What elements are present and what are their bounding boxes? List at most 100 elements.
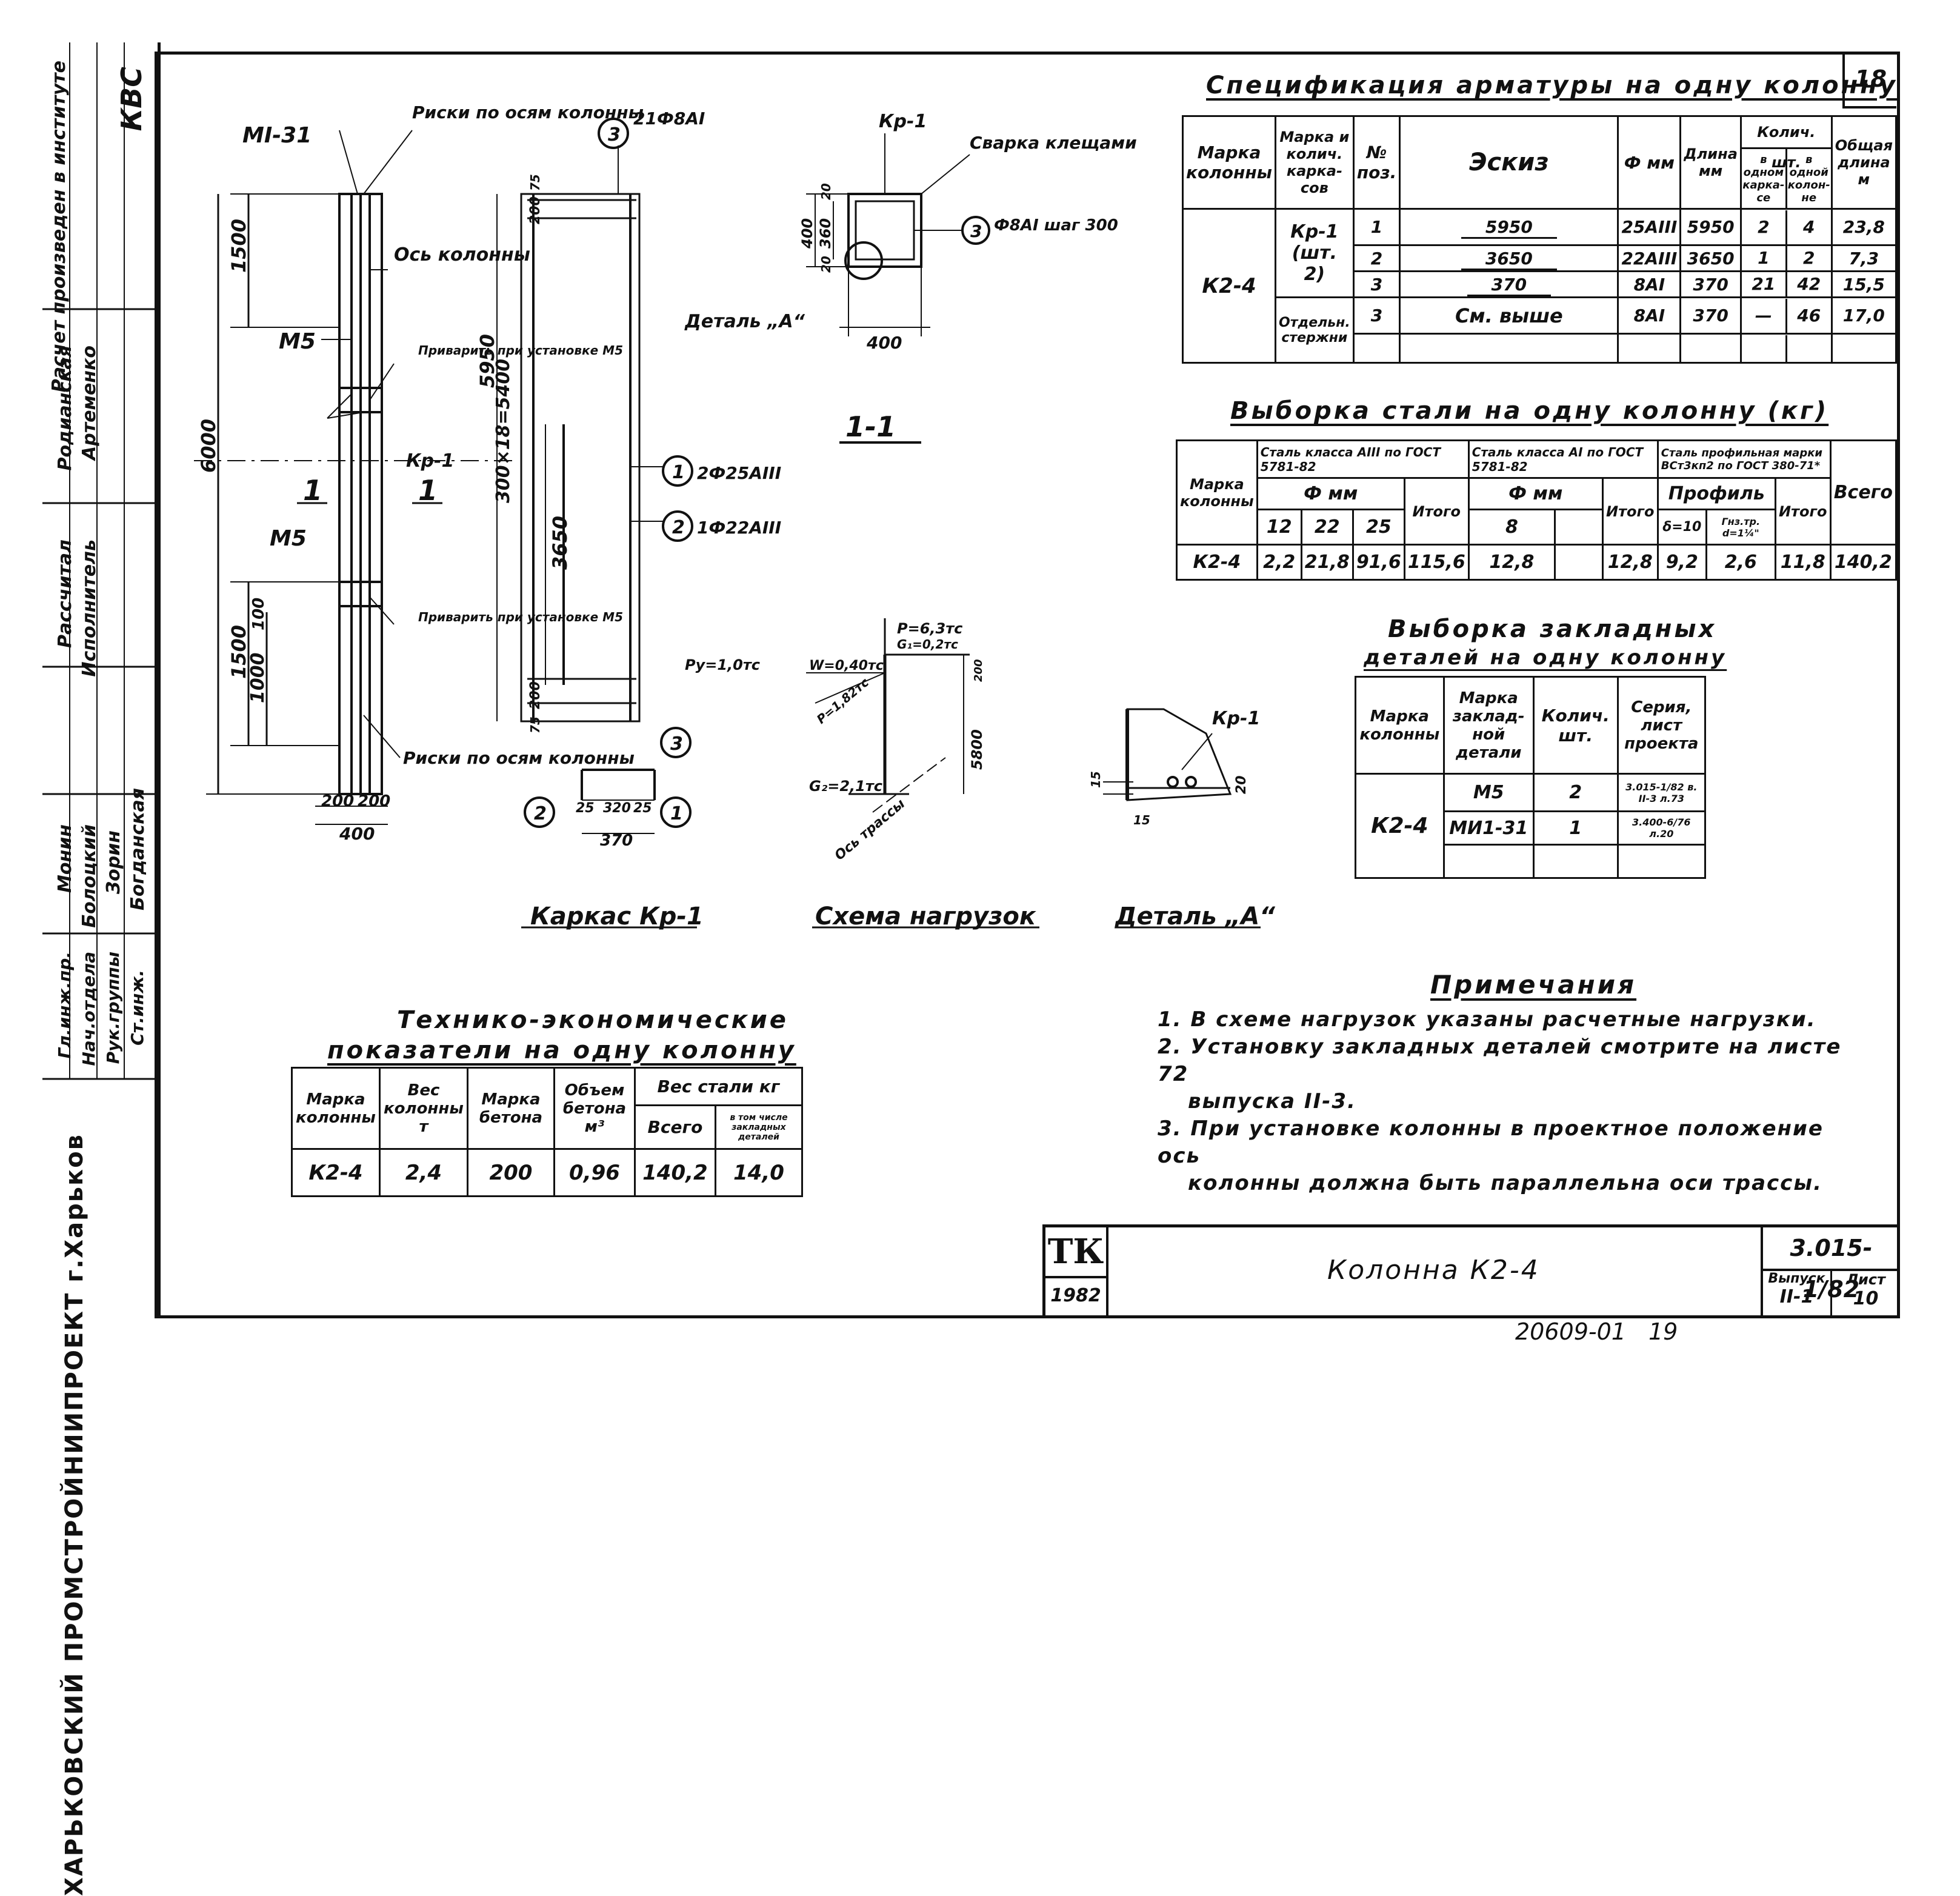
lbl-weld-clamp: Сварка клещами [970, 133, 1137, 153]
spec-colmark: К2-4 [1182, 208, 1276, 364]
title-year: 1982 [1050, 1285, 1101, 1306]
notes-block: 1. В схеме нагрузок указаны расчетные на… [1158, 1006, 1855, 1197]
steel-sub-pipe: Гнз.тр. d=1¼" [1705, 509, 1776, 546]
lbl-d200c: 200 [528, 196, 543, 224]
tech-h-weight: Вес колонны т [378, 1067, 468, 1150]
spec-dia-3: 8AI [1617, 270, 1682, 298]
embed-h-qty: Колич. шт. [1532, 676, 1619, 775]
embed-det-2: МИ1-31 [1442, 810, 1535, 846]
lbl-d5800: 5800 [968, 729, 985, 770]
lbl-m5b: М5 [270, 526, 307, 551]
steel-row-8: 12,8 [1467, 544, 1556, 581]
spec-qf-4: — [1742, 298, 1787, 333]
steel-h-all: Всего [1829, 439, 1898, 546]
spec-len-2: 3650 [1679, 244, 1742, 272]
tech-h-incl: в том числе закладных деталей [714, 1104, 804, 1150]
lbl-one-b: 1 [418, 474, 438, 507]
lbl-g1: G₁=0,2тс [897, 637, 958, 652]
spec-qf-2: 1 [1742, 246, 1787, 270]
lbl-kr1: Кр-1 [406, 450, 454, 472]
steel-sub-22: 22 [1300, 509, 1354, 546]
tech-row-weight: 2,4 [378, 1148, 468, 1197]
lbl-d200a: 200 [321, 792, 354, 810]
drawings-svg: МI-31 Риски по осям колонны Ось колонны … [194, 102, 1276, 930]
spec-h-dia: Ф мм [1617, 115, 1682, 210]
embed-title-1: Выборка закладных [1388, 615, 1717, 643]
sheet-number-box: 18 [1842, 52, 1896, 108]
spec-total-2: 7,3 [1830, 244, 1898, 272]
lbl-m5a: М5 [279, 329, 316, 354]
lbl-stirrup: Ф8АI шаг 300 [994, 216, 1118, 235]
lbl-d25a: 25 [576, 801, 595, 816]
notes-title: Примечания [1430, 970, 1637, 1000]
spec-sketch-3: 370 [1467, 274, 1552, 296]
lbl-p2: Р=1,82тс [814, 675, 872, 726]
lbl-sec-kr1: Кр-1 [879, 111, 927, 132]
spec-qc-3: 42 [1797, 274, 1821, 294]
lbl-d1000: 1000 [247, 653, 268, 704]
lbl-detail-a: Деталь „А“ [684, 311, 805, 332]
title-block: ТК 1982 Колонна К2-4 3.015-1/82 Выпуск I… [1042, 1224, 1899, 1315]
tech-h-volume: Объем бетона м³ [553, 1067, 636, 1150]
lbl-d15a: 15 [1088, 771, 1103, 788]
steel-table: Марка колонны Сталь класса AIII по ГОСТ … [1176, 439, 1898, 581]
steel-sub-25: 25 [1352, 509, 1405, 546]
tech-row-concrete: 200 [466, 1148, 556, 1197]
steel-row-d10: 9,2 [1656, 544, 1707, 581]
note-3: 3. При установке колонны в проектное пол… [1158, 1117, 1824, 1168]
lbl-marks-top: Риски по осям колонны [412, 102, 644, 122]
embed-ser-1: 3.015-1/82 в. II-3 л.73 [1616, 773, 1707, 812]
spec-h-qty-column: в одной колон-не [1787, 153, 1830, 204]
tech-row-total: 140,2 [633, 1148, 716, 1197]
tech-h-total: Всего [633, 1104, 716, 1150]
spec-qc-4: 46 [1797, 305, 1821, 325]
spec-qf-3: 21 [1742, 272, 1787, 296]
steel-row-mark: К2-4 [1176, 544, 1258, 581]
lbl-d400: 400 [339, 824, 375, 844]
lbl-d75b: 75 [528, 716, 542, 733]
spec-h-qty-frame: в одном карка-се [1742, 149, 1787, 208]
lbl-s400v: 400 [799, 218, 816, 249]
spec-frame-label: Кр-1 [1290, 221, 1339, 242]
spec-total-1: 23,8 [1830, 208, 1898, 246]
lbl-s360: 360 [817, 218, 834, 249]
lbl-axis: Ось колонны [394, 244, 530, 265]
lbl-d200b: 200 [358, 792, 390, 810]
lbl-weld1: Приварить при установке М5 [418, 343, 623, 358]
lbl-weld2: Приварить при установке М5 [418, 610, 623, 624]
lbl-d320: 320 [603, 801, 631, 816]
tech-table: Марка колонны Вес колонны т Марка бетона… [291, 1067, 804, 1197]
spec-total-4: 17,0 [1830, 296, 1898, 335]
title-sheet: 10 [1853, 1288, 1879, 1309]
lbl-d6000: 6000 [197, 419, 220, 473]
spec-len-3: 370 [1679, 270, 1742, 298]
lbl-marks-bottom: Риски по осям колонны [403, 748, 635, 768]
lbl-bars2: 1Ф22АIII [697, 518, 781, 538]
embed-ser-2: 3.400-6/76 л.20 [1616, 810, 1707, 846]
embed-h-series: Серия, лист проекта [1616, 676, 1707, 775]
bottom-code: 20609-01 [1515, 1318, 1626, 1345]
lbl-d200d: 200 [528, 681, 543, 709]
steel-h-mark: Марка колонны [1176, 439, 1258, 546]
spec-sketch-1: 5950 [1461, 217, 1557, 239]
spec-dia-4: 8AI [1617, 296, 1682, 335]
lbl-d25b: 25 [633, 801, 652, 816]
lbl-s20b: 20 [819, 256, 833, 273]
side-stamp: Расчет произведен в институте КВС Родиан… [42, 42, 161, 1896]
tech-title-1: Технико-экономические [397, 1006, 788, 1034]
steel-row-total-a1: 12,8 [1601, 544, 1659, 581]
embed-qty-1: 2 [1532, 773, 1619, 812]
lbl-d300x18: 300×18=5400 [493, 359, 514, 503]
steel-h-a1: Сталь класса AI по ГОСТ 5781-82 [1467, 439, 1659, 479]
steel-title: Выборка стали на одну колонну (кг) [1230, 397, 1829, 425]
lbl-d20: 20 [1234, 775, 1249, 794]
tech-title-2: показатели на одну колонну [327, 1036, 796, 1064]
title-sheet-label: Лист [1846, 1271, 1885, 1288]
spec-h-framemark: Марка и колич. карка-сов [1275, 115, 1355, 210]
spec-h-sketch: Эскиз [1399, 115, 1619, 210]
tech-h-concrete: Марка бетона [466, 1067, 556, 1150]
embed-title-2: деталей на одну колонну [1364, 646, 1727, 670]
spec-separate: Отдельн. стержни [1275, 296, 1355, 364]
spec-table: Марка колонны Марка и колич. карка-сов №… [1182, 115, 1898, 364]
spec-qc-1: 4 [1803, 216, 1815, 237]
